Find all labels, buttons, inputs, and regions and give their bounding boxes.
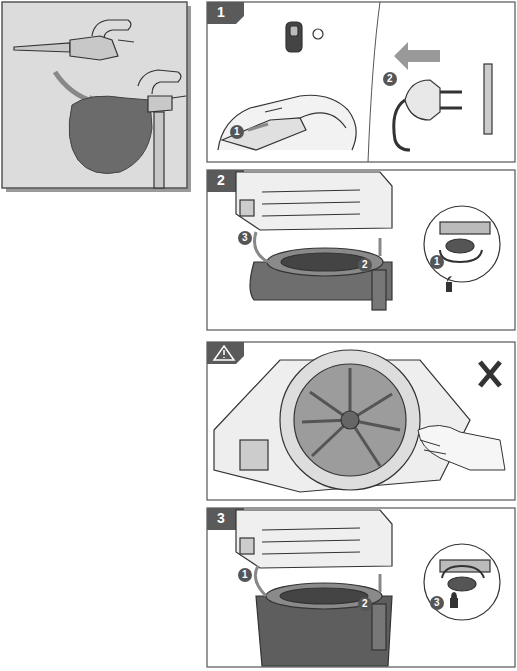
blower-housing (236, 510, 392, 568)
step-panel (207, 2, 515, 162)
fan-housing (214, 350, 470, 492)
callout-circle (238, 231, 252, 245)
callout-circle (383, 72, 397, 86)
callout-number: 1 (234, 127, 240, 137)
warning-panel (207, 342, 515, 500)
callout-number: 3 (434, 598, 440, 608)
panel-divider (368, 2, 380, 162)
plug (394, 64, 492, 150)
callout-circle (358, 597, 372, 611)
callout-number: 1 (242, 570, 248, 580)
callout-circle (430, 596, 444, 610)
callout-circle (230, 125, 244, 139)
step-panel (207, 170, 515, 330)
move-arrow (379, 574, 382, 592)
callout-circle (238, 568, 252, 582)
lock-inset (424, 544, 500, 620)
hand-fingers (420, 440, 446, 454)
callout-number: 2 (362, 599, 368, 609)
callout-number: 3 (242, 233, 248, 243)
collection-bag (69, 96, 152, 173)
switch-arrow (248, 124, 268, 130)
warning-mark (223, 350, 225, 358)
step-number: 1 (217, 5, 225, 19)
handle-switch (218, 22, 356, 150)
collar-adapter (250, 248, 392, 310)
warning-triangle (214, 346, 234, 360)
step-panel (207, 508, 515, 667)
step-tab (207, 2, 244, 24)
blower-housing (236, 172, 392, 230)
move-arrow (255, 566, 266, 596)
cross-mark (480, 362, 500, 386)
bag-tube (256, 583, 392, 666)
unplug-arrow (394, 42, 440, 70)
callout-number: 1 (434, 257, 440, 267)
blower-vertical (138, 70, 186, 188)
hand (418, 425, 505, 470)
step-number: 3 (217, 511, 225, 525)
callout-number: 2 (387, 74, 393, 84)
move-arrow (255, 232, 269, 262)
callout-number: 2 (362, 260, 368, 270)
callout-circle (430, 255, 444, 269)
step-tab (207, 342, 244, 364)
step-number: 2 (217, 173, 225, 187)
blower-horizontal (14, 20, 134, 60)
lock-inset (424, 206, 500, 292)
overview-box (2, 2, 187, 188)
callout-circle (358, 258, 372, 272)
move-arrow (379, 238, 382, 256)
